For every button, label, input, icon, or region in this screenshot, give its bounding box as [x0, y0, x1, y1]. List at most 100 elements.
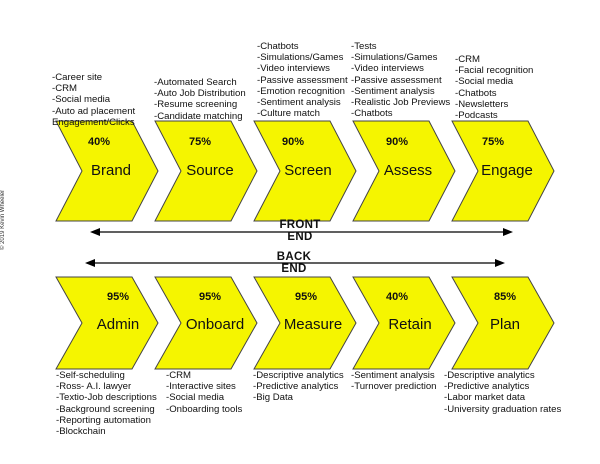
source-items: -Automated Search -Auto Job Distribution…	[154, 77, 246, 122]
list-item: -Social media	[52, 94, 111, 106]
list-item: -Tests	[351, 41, 377, 52]
list-item: -Auto Job Distribution	[154, 88, 246, 100]
list-item: -Chatbots	[257, 41, 299, 52]
retain-percent: 40%	[385, 291, 409, 303]
list-item: -Background screening	[56, 403, 155, 415]
list-item: -Chatbots	[455, 87, 497, 99]
list-item: -Sentiment analysis	[257, 97, 341, 109]
list-item: -Predictive analytics	[444, 381, 530, 393]
list-item: -Social media	[166, 392, 225, 404]
plan-label: Plan	[489, 316, 521, 333]
list-item: -Simulations/Games	[351, 52, 438, 64]
source-percent: 75%	[188, 136, 212, 148]
onboard-items: -CRM -Interactive sites -Social media -O…	[166, 370, 242, 415]
list-item: -Passive assessment	[351, 74, 442, 86]
assess-items: -Tests -Simulations/Games -Video intervi…	[351, 41, 450, 119]
list-item: -Reporting automation	[56, 414, 151, 426]
brand-percent: 40%	[87, 136, 111, 148]
list-item: -Predictive analytics	[253, 381, 339, 393]
list-item: -Career site	[52, 72, 103, 83]
list-item: -Simulations/Games	[257, 52, 344, 64]
screen-label: Screen	[284, 162, 332, 179]
chevron-retain	[352, 276, 456, 370]
list-item: -Turnover prediction	[351, 381, 437, 393]
copyright-text: © 2019 Kevin Wheeler	[0, 189, 6, 250]
admin-percent: 95%	[106, 291, 130, 303]
chevron-assess	[352, 120, 456, 222]
list-item: -Ross- A.I. lawyer	[56, 381, 132, 393]
assess-percent: 90%	[385, 136, 409, 148]
list-item: -Resume screening	[154, 99, 238, 111]
retain-label: Retain	[388, 316, 432, 333]
onboard-percent: 95%	[198, 291, 222, 303]
admin-label: Admin	[96, 316, 140, 333]
list-item: -Facial recognition	[455, 65, 534, 77]
chevron-admin	[55, 276, 159, 370]
measure-items: -Descriptive analytics -Predictive analy…	[253, 370, 344, 404]
back-end-label: BACK END	[264, 251, 324, 275]
screen-percent: 90%	[281, 136, 305, 148]
list-item: -Onboarding tools	[166, 403, 243, 415]
list-item: -Podcasts	[455, 110, 498, 122]
chevron-plan	[451, 276, 555, 370]
list-item: -Social media	[455, 76, 514, 88]
chevron-engage	[451, 120, 555, 222]
screen-items: -Chatbots -Simulations/Games -Video inte…	[257, 41, 348, 119]
list-item: -Candidate matching	[154, 110, 243, 122]
list-item: -Big Data	[253, 392, 293, 404]
list-item: -CRM	[166, 370, 192, 381]
measure-percent: 95%	[294, 291, 318, 303]
list-item: -Auto ad placement	[52, 105, 136, 117]
chevron-brand	[55, 120, 159, 222]
list-item: -Labor market data	[444, 392, 526, 404]
chevron-onboard	[154, 276, 258, 370]
list-item: -Interactive sites	[166, 381, 236, 393]
engage-percent: 75%	[481, 136, 505, 148]
list-item: -Automated Search	[154, 77, 237, 88]
list-item: -Chatbots	[351, 108, 393, 120]
retain-items: -Sentiment analysis -Turnover prediction	[351, 370, 437, 392]
engage-label: Engage	[481, 162, 533, 179]
list-item: -Descriptive analytics	[253, 370, 344, 381]
list-item: -Video interviews	[257, 63, 330, 75]
list-item: -Realistic Job Previews	[351, 97, 451, 109]
list-item: -CRM	[52, 83, 78, 95]
front-end-label-line1: FRONT	[279, 219, 321, 231]
front-end-label-line2: END	[287, 231, 313, 243]
list-item: -CRM	[455, 54, 481, 65]
assess-label: Assess	[383, 162, 433, 179]
source-label: Source	[186, 162, 234, 179]
admin-items: -Self-scheduling -Ross- A.I. lawyer -Tex…	[56, 370, 157, 437]
list-item: -Blockchain	[56, 426, 106, 438]
list-item: -Sentiment analysis	[351, 370, 435, 381]
list-item: -Culture match	[257, 108, 320, 120]
chevron-screen	[253, 120, 357, 222]
back-arrow-head-left	[85, 259, 95, 267]
front-end-label: FRONT END	[270, 219, 330, 243]
list-item: -Descriptive analytics	[444, 370, 535, 381]
engage-items: -CRM -Facial recognition -Social media -…	[455, 54, 533, 121]
back-end-label-line1: BACK	[276, 251, 312, 263]
list-item: -University graduation rates	[444, 403, 562, 415]
brand-label: Brand	[90, 162, 132, 179]
list-item: -Newsletters	[455, 98, 509, 110]
list-item: -Textio-Job descriptions	[56, 392, 157, 404]
brand-items: -Career site -CRM -Social media -Auto ad…	[52, 72, 135, 128]
onboard-label: Onboard	[185, 316, 245, 333]
list-item: Engagement/Clicks	[52, 116, 135, 128]
list-item: -Emotion recognition	[257, 85, 345, 97]
back-arrow-head-right	[495, 259, 505, 267]
list-item: -Passive assessment	[257, 74, 348, 86]
back-end-label-line2: END	[281, 263, 307, 275]
measure-label: Measure	[283, 316, 343, 333]
chevron-source	[154, 120, 258, 222]
plan-percent: 85%	[493, 291, 517, 303]
list-item: -Self-scheduling	[56, 370, 125, 381]
list-item: -Video interviews	[351, 63, 424, 75]
front-arrow-head-right	[503, 228, 513, 236]
front-arrow-head-left	[90, 228, 100, 236]
list-item: -Sentiment analysis	[351, 85, 435, 97]
plan-items: -Descriptive analytics -Predictive analy…	[444, 370, 561, 415]
